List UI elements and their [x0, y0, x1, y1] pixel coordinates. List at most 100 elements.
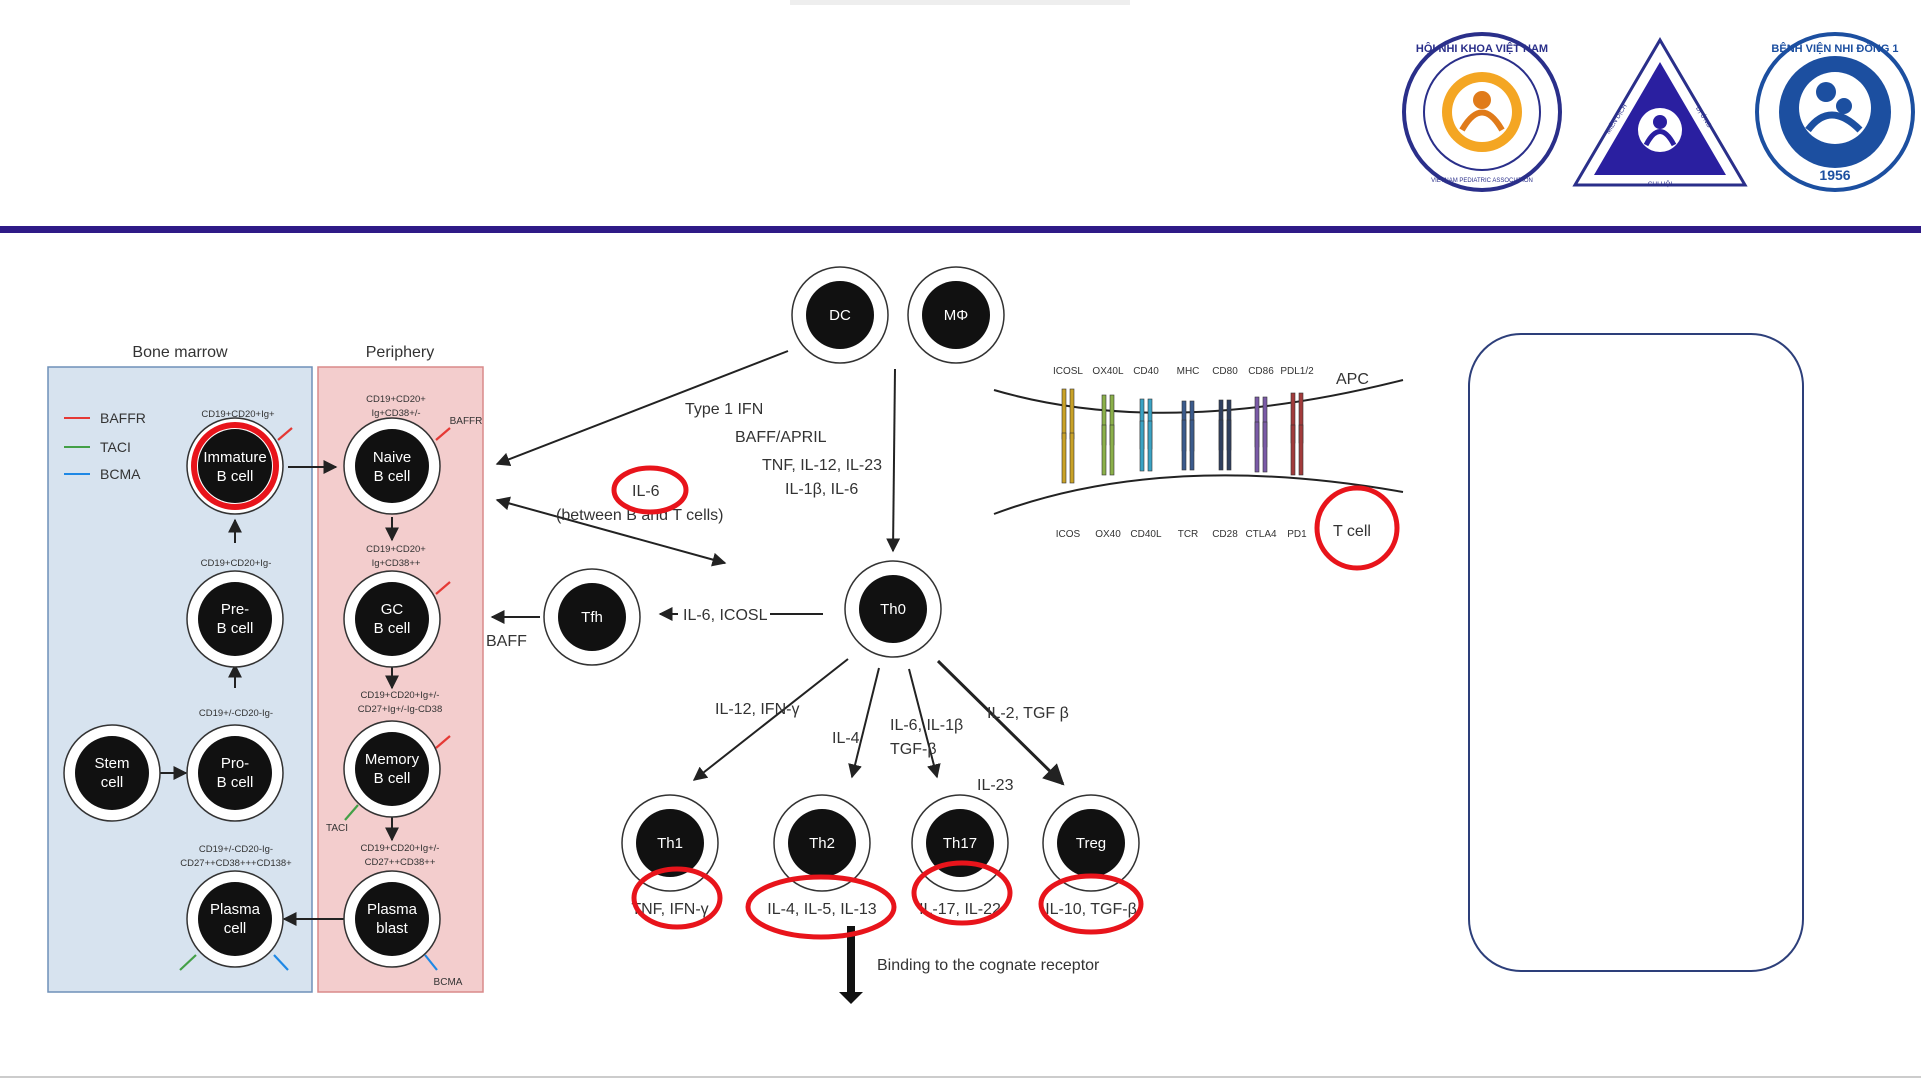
header-faint-bar [790, 0, 1130, 5]
baff-label: BAFF [486, 633, 527, 650]
th17-output: IL-17, IL-22 [919, 901, 1001, 918]
receptor-label-bcma: BCMA [434, 977, 463, 988]
il1b-il6-label: IL-1β, IL-6 [785, 481, 858, 498]
receptor-pair-icos: ICOSL ICOS [1053, 366, 1083, 540]
between-b-t-label: (between B and T cells) [556, 507, 724, 524]
tfh-label: Tfh [581, 609, 603, 626]
receptor-label-baffr: BAFFR [450, 416, 483, 427]
stem-cell: Stem cell [63, 724, 161, 822]
type1-ifn-label: Type 1 IFN [685, 401, 763, 418]
tcell-receptor-label: PD1 [1287, 529, 1307, 540]
tcell-receptor-label: ICOS [1056, 529, 1081, 540]
bcell-development-panel: Bone marrow Periphery BAFFR TACI BCMA [47, 344, 484, 993]
marker-pro-b: CD19+/-CD20-Ig- [199, 708, 273, 719]
apc-label: APC [1336, 371, 1369, 388]
marker-plasmablast-1: CD19+CD20+Ig+/- [361, 843, 440, 854]
tcell-differentiation-panel: DC MΦ Th0 Tfh Th1 Th2 [486, 266, 1144, 1004]
tcell-receptor-label: OX40 [1095, 529, 1121, 540]
plasmablast-cell: Plasma blast [343, 870, 441, 968]
th17-drive-label-1: IL-6, IL-1β [890, 717, 963, 734]
receptor-pair-tcr: MHC TCR [1177, 366, 1200, 540]
stem-cell-label-1: Stem [94, 755, 129, 772]
apc-receptor-label: PDL1/2 [1280, 366, 1314, 377]
tcell-receptor-label: TCR [1178, 529, 1199, 540]
bone-marrow-title: Bone marrow [132, 344, 228, 361]
th1-cell: Th1 [621, 794, 719, 892]
footer-rule [0, 1076, 1921, 1078]
immature-b-cell: Immature B cell [186, 417, 284, 515]
immunology-branch-triangle-logo: MIỄN DỊCH DỊ ỨNG CHI HỘI [1572, 37, 1748, 188]
pre-b-label-2: B cell [217, 620, 254, 637]
highlight-th2-output [745, 874, 897, 940]
pre-b-cell: Pre- B cell [186, 570, 284, 668]
plasmablast-label-2: blast [376, 920, 409, 937]
header-rule [0, 226, 1921, 233]
naive-b-cell: Naive B cell [343, 417, 441, 515]
marker-gc-2: Ig+CD38++ [372, 558, 421, 569]
dc-label: DC [829, 307, 851, 324]
plasma-cell-label-2: cell [224, 920, 247, 937]
apc-receptor-label: CD40 [1133, 366, 1159, 377]
tcell-label: T cell [1333, 523, 1371, 540]
th2-output: IL-4, IL-5, IL-13 [767, 901, 876, 918]
memory-b-label-1: Memory [365, 751, 420, 768]
pre-b-label-1: Pre- [221, 601, 249, 618]
th0-cell: Th0 [844, 560, 942, 658]
tfh-cell: Tfh [543, 568, 641, 666]
legend-taci: TACI [100, 439, 131, 455]
highlight-tcell-label [1314, 485, 1400, 571]
th1-output: TNF, IFN-γ [631, 901, 708, 918]
plasma-cell: Plasma cell [186, 870, 284, 968]
th1-drive-label: IL-12, IFN-γ [715, 701, 799, 718]
treg-label: Treg [1076, 835, 1106, 852]
gc-b-label-2: B cell [374, 620, 411, 637]
apc-receptor-label: ICOSL [1053, 366, 1083, 377]
vietnam-pediatric-association-logo: HỘI NHI KHOA VIỆT NAM VIETNAM PEDIATRIC … [1402, 32, 1562, 192]
legend-baffr: BAFFR [100, 410, 146, 426]
macrophage-label: MΦ [944, 307, 968, 324]
logo1-text-outer: HỘI NHI KHOA VIỆT NAM [1416, 42, 1548, 55]
tcell-receptor-label: CTLA4 [1245, 529, 1277, 540]
th0-label: Th0 [880, 601, 906, 618]
apc-receptor-label: MHC [1177, 366, 1200, 377]
highlight-th1-output [631, 866, 723, 930]
marker-immature: CD19+CD20+Ig+ [201, 409, 275, 420]
highlight-treg-output [1038, 873, 1144, 935]
immature-b-label-2: B cell [217, 468, 254, 485]
treg-drive-label: IL-2, TGF β [987, 705, 1069, 722]
pro-b-label-2: B cell [217, 774, 254, 791]
highlight-immature-b [191, 422, 279, 510]
baff-april-label: BAFF/APRIL [735, 429, 827, 446]
naive-b-label-1: Naive [373, 449, 411, 466]
gc-b-cell: GC B cell [343, 570, 441, 668]
macrophage-cell: MΦ [907, 266, 1005, 364]
immune-synapse-diagram: APC T cell ICOSLICOSOX40LOX40CD40CD40LMH… [993, 366, 1404, 571]
periphery-title: Periphery [366, 344, 434, 361]
pro-b-cell: Pro- B cell [186, 724, 284, 822]
apc-receptor-label: CD86 [1248, 366, 1274, 377]
tcell-receptor-label: CD28 [1212, 529, 1238, 540]
th17-drive-label-2: TGF-β [890, 741, 937, 758]
children-hospital-1-logo: BỆNH VIỆN NHI ĐỒNG 1 1956 [1755, 32, 1915, 192]
memory-b-label-2: B cell [374, 770, 411, 787]
receptor-legend: BAFFR TACI BCMA [64, 410, 146, 482]
marker-plasma-cell-2: CD27++CD38+++CD138+ [180, 858, 292, 869]
legend-bcma: BCMA [100, 466, 141, 482]
highlight-il6 [611, 465, 689, 515]
th1-label: Th1 [657, 835, 683, 852]
th2-cell: Th2 [773, 794, 871, 892]
marker-memory-2: CD27+Ig+/-Ig-CD38 [358, 704, 442, 715]
synapse-receptors: ICOSLICOSOX40LOX40CD40CD40LMHCTCRCD80CD2… [1053, 366, 1314, 540]
apc-receptor-label: OX40L [1092, 366, 1124, 377]
th2-drive-label: IL-4 [832, 730, 860, 747]
highlight-th17-output [911, 860, 1013, 926]
marker-naive-2: Ig+CD38+/- [371, 408, 420, 419]
marker-plasma-cell-1: CD19+/-CD20-Ig- [199, 844, 273, 855]
memory-b-cell: Memory B cell [343, 720, 441, 818]
marker-naive-1: CD19+CD20+ [366, 394, 426, 405]
tnf-il12-il23-label: TNF, IL-12, IL-23 [762, 457, 882, 474]
il6-label: IL-6 [632, 483, 660, 500]
